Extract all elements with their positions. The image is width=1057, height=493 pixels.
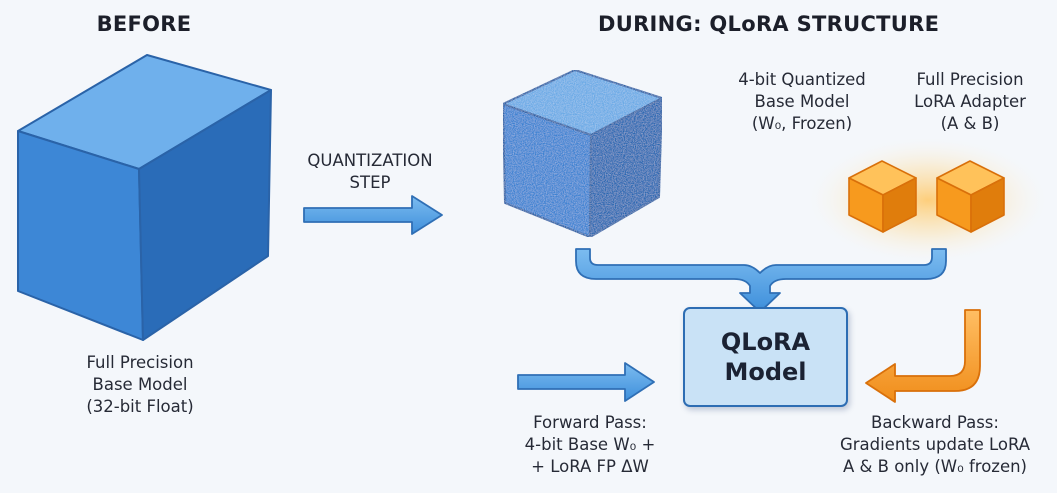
quantized-cube (502, 69, 663, 238)
lora-adapter-label: Full Precision LoRA Adapter (A & B) (895, 69, 1045, 135)
backward-pass-line-2: Gradients update LoRA (839, 435, 1031, 454)
forward-pass-label: Forward Pass: 4-bit Base W₀ + + LoRA FP … (500, 412, 680, 478)
forward-pass-arrow (517, 362, 655, 402)
heading-during: DURING: QLoRA STRUCTURE (598, 12, 940, 36)
full-precision-base-line-1: Full Precision (86, 353, 194, 372)
full-precision-base-line-3: (32-bit Float) (86, 397, 194, 416)
lora-adapter-line-1: Full Precision (916, 70, 1024, 89)
quantization-step-label: QUANTIZATION STEP (290, 150, 450, 194)
qlora-model-line-2: Model (724, 358, 807, 386)
lora-cube-b (936, 160, 1005, 233)
lora-cube-a (848, 160, 917, 233)
forward-pass-line-3: + LoRA FP ΔW (531, 457, 649, 476)
quantized-base-line-2: Base Model (754, 92, 850, 111)
quantization-step-line-2: STEP (349, 173, 391, 192)
forward-pass-line-2: 4-bit Base W₀ + (524, 435, 656, 454)
qlora-model-box: QLoRA Model (683, 307, 848, 407)
full-precision-base-line-2: Base Model (92, 375, 188, 394)
full-precision-base-label: Full Precision Base Model (32-bit Float) (55, 352, 225, 418)
full-precision-cube (17, 54, 272, 341)
backward-pass-arrow (865, 309, 981, 403)
lora-adapter-line-2: LoRA Adapter (914, 92, 1026, 111)
adapter-glow (810, 138, 1046, 262)
forward-pass-line-1: Forward Pass: (533, 413, 647, 432)
qlora-model-line-1: QLoRA (720, 328, 811, 356)
quantized-base-line-1: 4-bit Quantized (738, 70, 866, 89)
backward-pass-label: Backward Pass: Gradients update LoRA A &… (818, 412, 1052, 478)
backward-pass-line-3: A & B only (W₀ frozen) (843, 457, 1027, 476)
quantized-base-line-3: (W₀, Frozen) (751, 114, 853, 133)
quantized-base-label: 4-bit Quantized Base Model (W₀, Frozen) (712, 69, 892, 135)
backward-pass-line-1: Backward Pass: (871, 413, 999, 432)
quantization-step-line-1: QUANTIZATION (307, 151, 433, 170)
quantization-arrow (303, 195, 443, 235)
heading-before: BEFORE (96, 12, 192, 36)
merge-arrow (575, 248, 947, 313)
lora-adapter-line-3: (A & B) (940, 114, 1000, 133)
